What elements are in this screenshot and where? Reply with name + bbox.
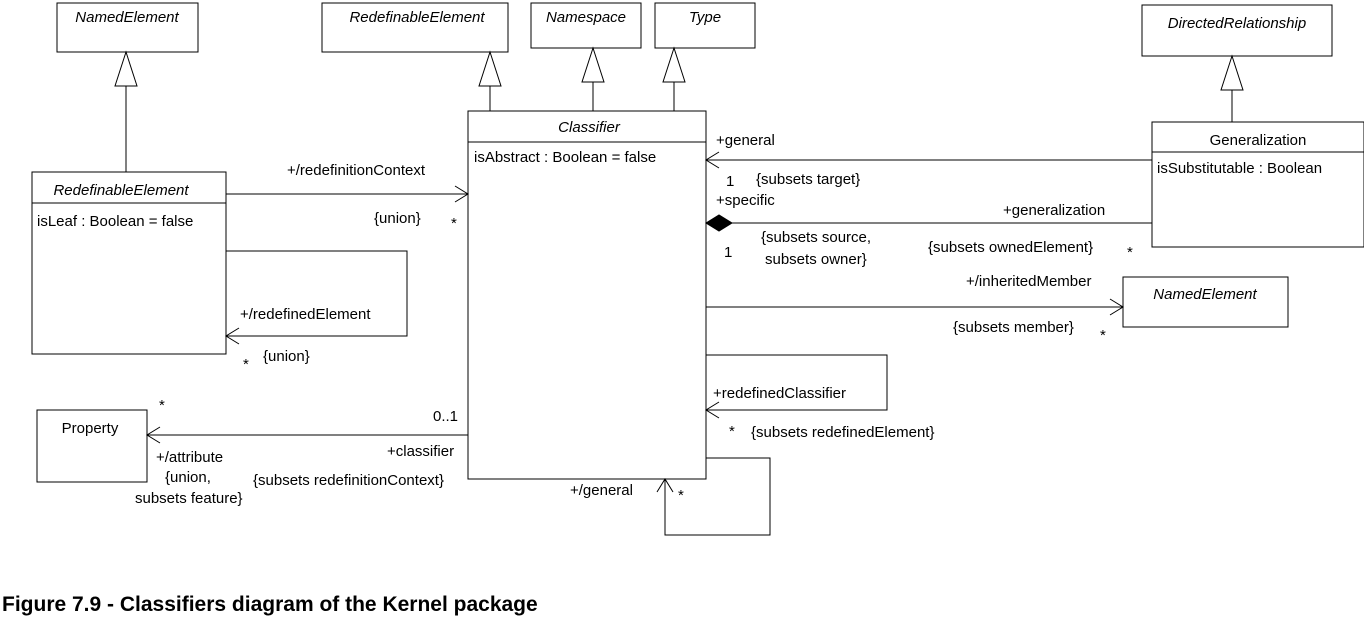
role-label: +/attribute [156, 449, 223, 466]
constraint-label: {union} [374, 210, 421, 227]
assoc-redefined-element [225, 250, 408, 345]
multiplicity-label: * [729, 423, 735, 440]
role-label: +/redefinedElement [240, 306, 371, 323]
class-attribute: isSubstitutable : Boolean [1157, 160, 1322, 177]
multiplicity-label: * [1127, 244, 1133, 261]
class-name: Generalization [1210, 132, 1307, 149]
role-label: +redefinedClassifier [713, 385, 846, 402]
composition-diamond [705, 214, 733, 232]
assoc-inherited-member [706, 298, 1124, 316]
class-name: NamedElement [75, 9, 179, 26]
role-label: +/inheritedMember [966, 273, 1091, 290]
inherit-triangle [581, 46, 605, 83]
multiplicity-label: * [243, 356, 249, 373]
class-redefinable-element[interactable]: RedefinableElement isLeaf : Boolean = fa… [31, 171, 227, 355]
inherit-triangle [662, 46, 686, 83]
inherit-triangle [478, 50, 502, 87]
generalization-arrows [114, 46, 1244, 172]
role-label: +/redefinitionContext [287, 162, 426, 179]
class-name: DirectedRelationship [1168, 15, 1306, 32]
constraint-label: {subsets source, [761, 229, 871, 246]
constraint-label: {subsets redefinitionContext} [253, 472, 444, 489]
association-labels: +/redefinitionContext {union} * +/redefi… [135, 132, 1133, 507]
class-attribute: isAbstract : Boolean = false [474, 149, 656, 166]
class-name: Namespace [546, 9, 626, 26]
multiplicity-label: * [1100, 327, 1106, 344]
class-classifier[interactable]: Classifier isAbstract : Boolean = false [467, 110, 707, 480]
constraint-label: {subsets ownedElement} [928, 239, 1093, 256]
class-namespace-top[interactable]: Namespace [530, 2, 642, 49]
class-named-element-top[interactable]: NamedElement [56, 2, 199, 53]
class-attribute: isLeaf : Boolean = false [37, 213, 193, 230]
class-type-top[interactable]: Type [654, 2, 756, 49]
assoc-attribute [146, 426, 468, 444]
class-name: Property [62, 420, 119, 437]
class-named-element-right[interactable]: NamedElement [1122, 276, 1289, 328]
class-name: Type [689, 9, 721, 26]
constraint-label: {subsets member} [953, 319, 1074, 336]
constraint-label: {union} [263, 348, 310, 365]
inherit-triangle [1220, 54, 1244, 91]
role-label: +/general [570, 482, 633, 499]
class-directed-relationship[interactable]: DirectedRelationship [1141, 4, 1333, 57]
multiplicity-label: 0..1 [433, 408, 458, 425]
multiplicity-label: * [159, 397, 165, 414]
class-generalization[interactable]: Generalization isSubstitutable : Boolean [1151, 121, 1364, 248]
figure-caption: Figure 7.9 - Classifiers diagram of the … [2, 593, 538, 616]
inherit-triangle [114, 50, 138, 87]
assoc-redefined-classifier [705, 354, 888, 419]
constraint-label: subsets owner} [765, 251, 867, 268]
assoc-specific-generalization [705, 214, 1152, 232]
assoc-general-derived [656, 457, 771, 536]
constraint-label: {subsets redefinedElement} [751, 424, 934, 441]
assoc-general [705, 151, 1152, 169]
constraint-label: {subsets target} [756, 171, 860, 188]
class-name: NamedElement [1153, 286, 1257, 303]
class-name: Classifier [558, 119, 621, 136]
multiplicity-label: * [451, 215, 457, 232]
class-name: RedefinableElement [349, 9, 485, 26]
constraint-label: {union, [165, 469, 211, 486]
class-name: RedefinableElement [53, 182, 189, 199]
role-label: +general [716, 132, 775, 149]
assoc-redefinition-context [226, 185, 469, 203]
multiplicity-label: * [678, 487, 684, 504]
multiplicity-label: 1 [724, 244, 732, 261]
role-label: +classifier [387, 443, 454, 460]
class-redefinable-element-top[interactable]: RedefinableElement [321, 2, 509, 53]
constraint-label: subsets feature} [135, 490, 243, 507]
role-label: +specific [716, 192, 775, 209]
multiplicity-label: 1 [726, 173, 734, 190]
class-property[interactable]: Property [36, 409, 148, 483]
role-label: +generalization [1003, 202, 1105, 219]
